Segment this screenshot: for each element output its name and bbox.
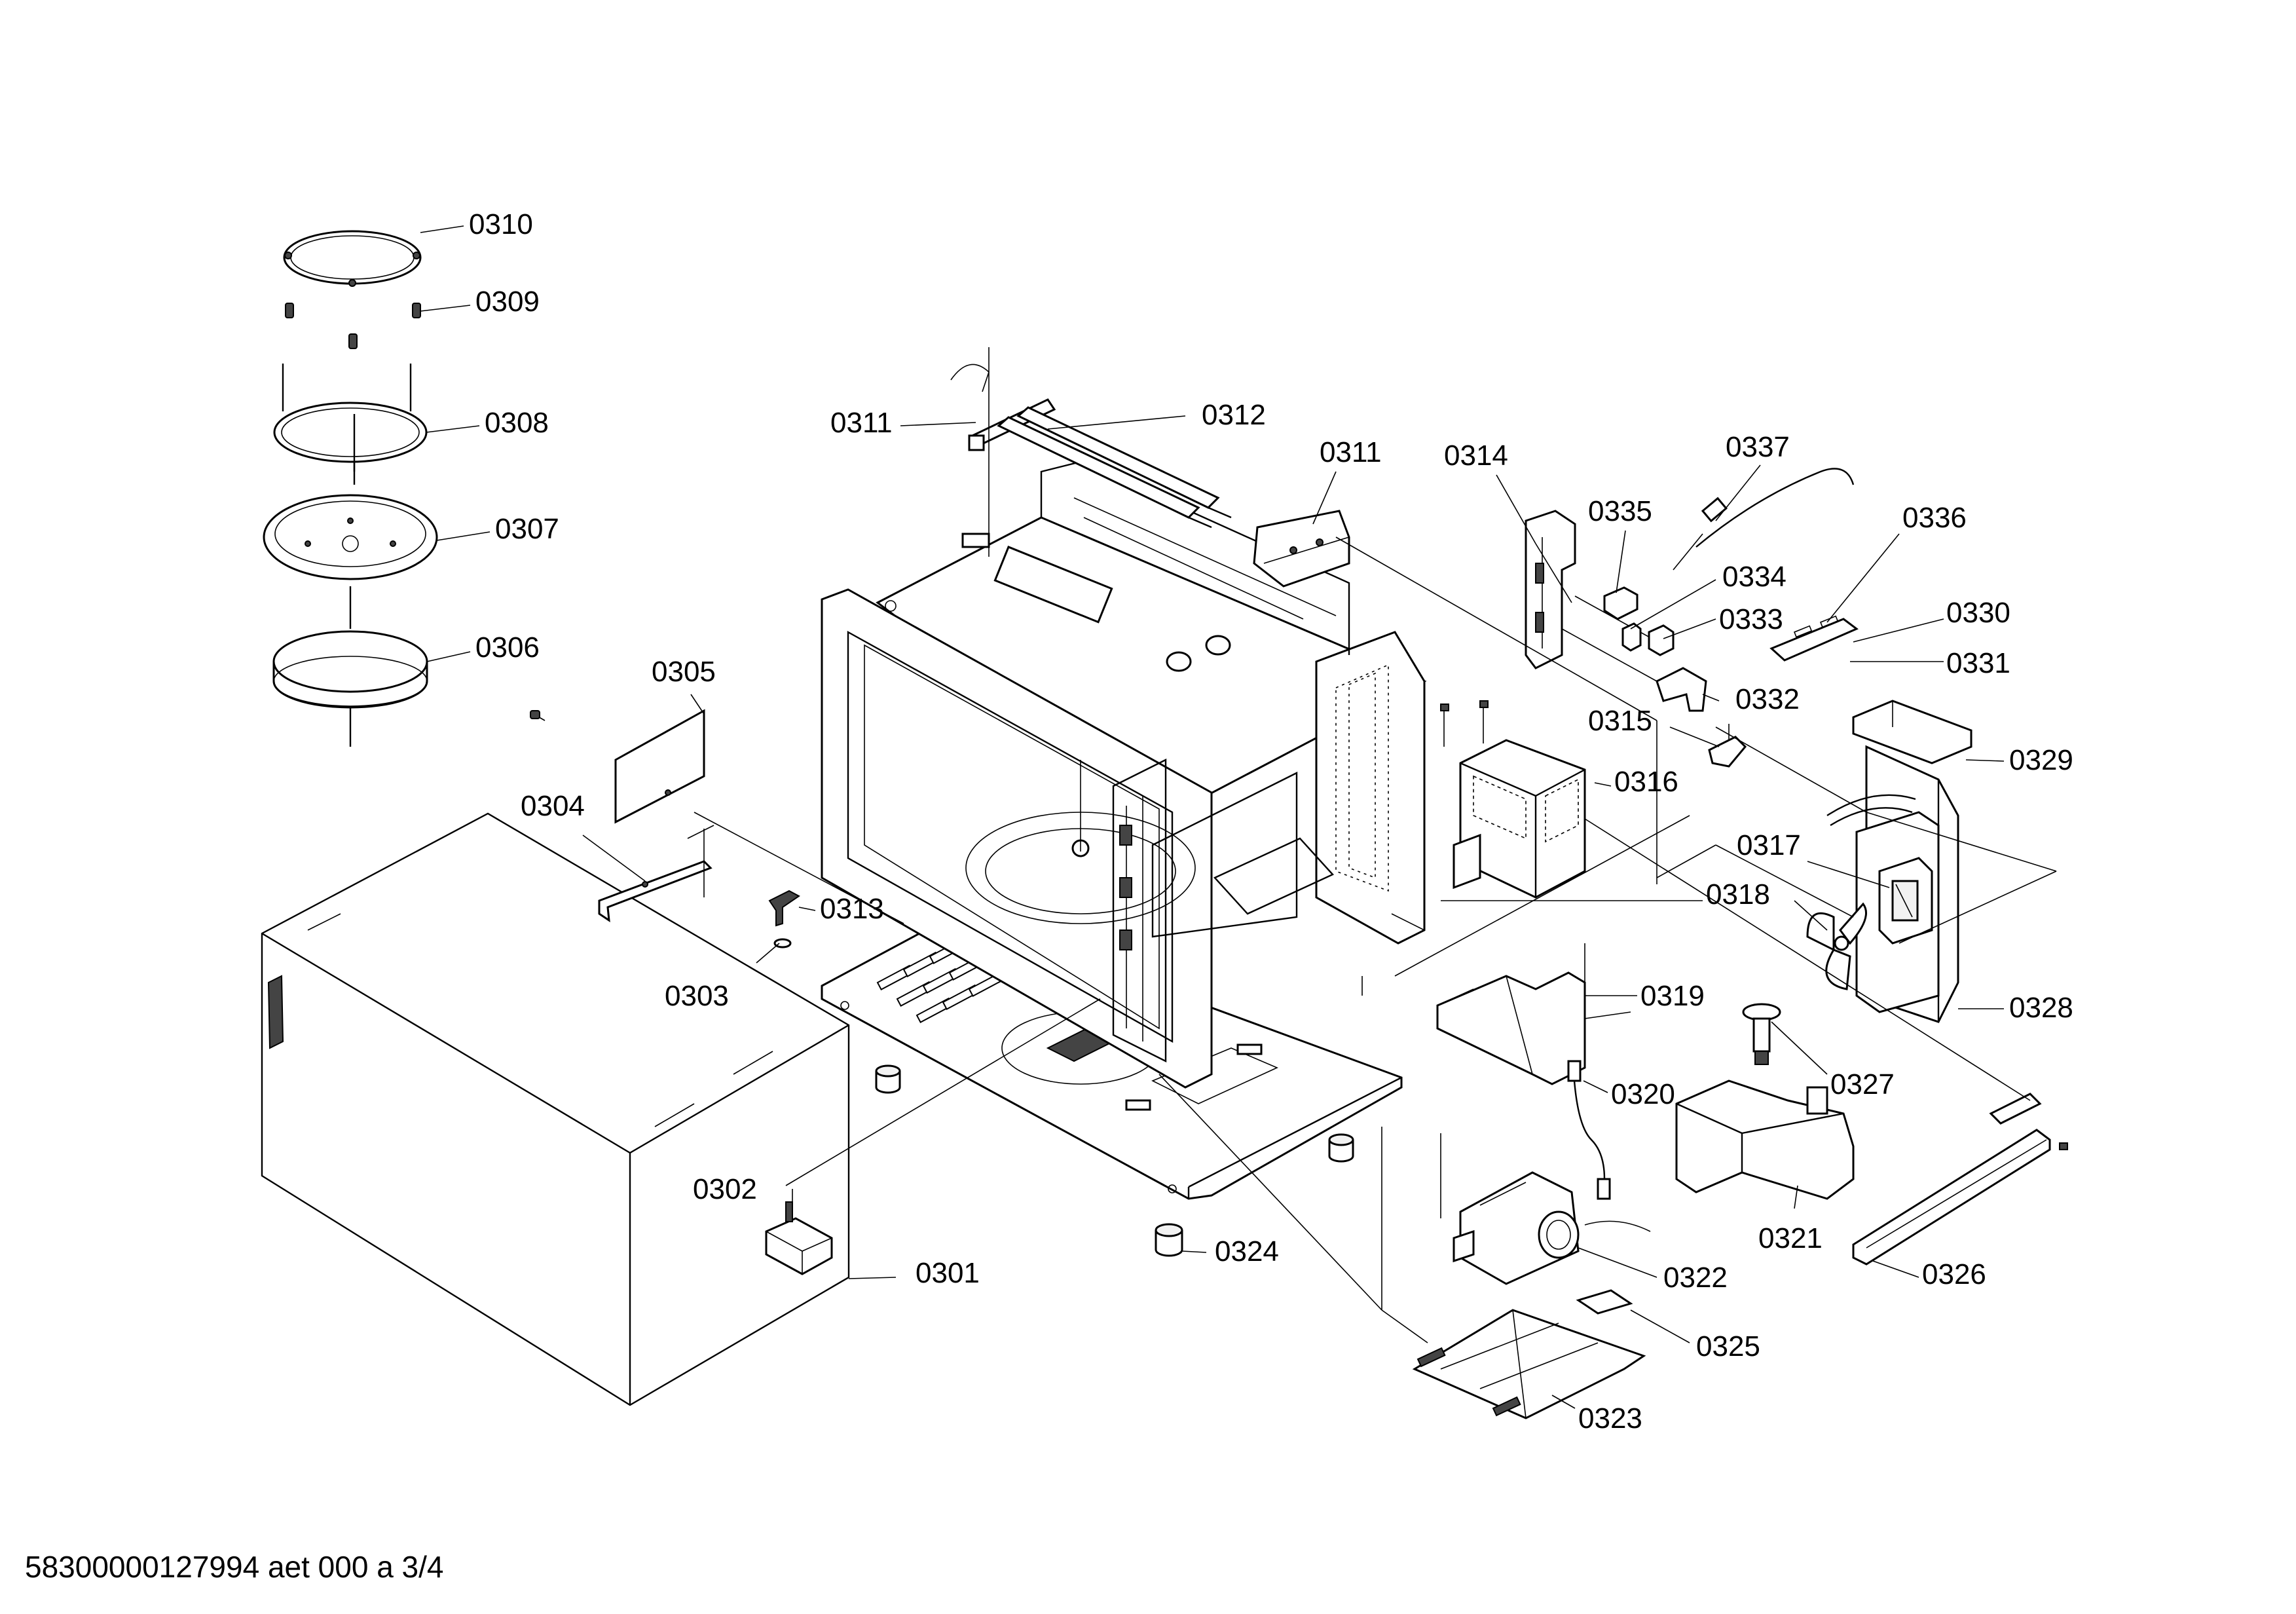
callout-0303: 0303	[665, 980, 729, 1012]
callout-0316: 0316	[1614, 766, 1678, 798]
part-0320-fuse-wire	[1567, 1060, 1611, 1200]
part-0319-duct-panel	[1436, 943, 1586, 1085]
part-0327-thermostat	[1742, 1003, 1781, 1065]
part-feet	[875, 1064, 1354, 1163]
assembly-guide-lines	[694, 536, 2057, 1343]
part-0308-roller-support	[273, 364, 428, 485]
callout-0332: 0332	[1735, 683, 1800, 715]
part-0326-rail	[1852, 1093, 2068, 1266]
callout-0331: 0331	[1946, 647, 2010, 679]
part-0321-transformer-bracket	[1675, 1079, 1855, 1200]
callout-0314: 0314	[1444, 440, 1508, 472]
part-0315-latch	[1708, 724, 1747, 768]
part-0309-rollers	[285, 303, 421, 349]
callout-0312: 0312	[1202, 399, 1266, 431]
callout-0327: 0327	[1830, 1068, 1895, 1100]
callout-0337: 0337	[1726, 431, 1790, 463]
part-oven-cavity	[821, 460, 1427, 1089]
callout-0315: 0315	[1588, 705, 1652, 737]
callout-0329: 0329	[2009, 744, 2073, 776]
part-0336-board	[1769, 615, 1859, 662]
callout-0326: 0326	[1922, 1258, 1986, 1290]
callout-0323: 0323	[1578, 1402, 1642, 1435]
callout-0305: 0305	[652, 656, 716, 688]
part-0306-turntable-base	[272, 586, 428, 747]
part-0334-microswitch	[1621, 622, 1642, 652]
callout-0324: 0324	[1215, 1235, 1279, 1267]
part-0333-microswitch	[1648, 624, 1675, 656]
callout-0301: 0301	[916, 1257, 980, 1289]
part-0313-coupler	[768, 890, 800, 927]
callout-0307: 0307	[495, 513, 559, 545]
part-0325-clip	[1576, 1289, 1633, 1315]
callout-0306: 0306	[475, 631, 540, 664]
callout-0328: 0328	[2009, 992, 2073, 1024]
callout-0302: 0302	[693, 1173, 757, 1205]
part-0318-fan-blade	[1806, 902, 1867, 990]
callout-0313: 0313	[820, 893, 884, 925]
document-reference: 58300000127994 aet 000 a 3/4	[25, 1550, 444, 1584]
part-0310-roller-ring	[283, 230, 422, 287]
callout-0304: 0304	[521, 790, 585, 822]
part-0317-fan-motor	[1878, 857, 1933, 945]
callout-0335: 0335	[1588, 495, 1652, 527]
part-0323-tray	[1412, 1309, 1646, 1419]
callout-0330: 0330	[1946, 597, 2010, 629]
callout-0318: 0318	[1706, 878, 1770, 910]
callout-labels: 0310 0309 0308 0307 0306 0305 0304 0303 …	[469, 208, 2073, 1435]
part-0312-heating-element	[997, 406, 1232, 529]
part-0304-bracket	[598, 825, 714, 923]
callout-0322: 0322	[1663, 1262, 1728, 1294]
part-0324-foot	[1155, 1223, 1183, 1257]
part-fan-housing-arc	[1826, 794, 1916, 827]
callout-0319: 0319	[1640, 980, 1705, 1012]
callout-0320: 0320	[1611, 1078, 1675, 1110]
part-0303-washer	[773, 938, 792, 948]
callout-0311-right: 0311	[1320, 436, 1382, 468]
callout-0309: 0309	[475, 286, 540, 318]
callout-0317: 0317	[1737, 829, 1801, 861]
callout-0333: 0333	[1719, 603, 1783, 635]
part-0322-board-assembly	[1453, 1171, 1651, 1285]
callout-0325: 0325	[1696, 1330, 1760, 1362]
callout-0308: 0308	[485, 407, 549, 439]
part-0329-top-cover	[1852, 700, 1972, 764]
part-0301-outer-case	[261, 812, 850, 1406]
part-0335-microswitch	[1603, 586, 1639, 620]
part-0307-glass-tray	[263, 494, 438, 580]
part-0337-power-cord	[1673, 468, 1855, 571]
callout-0336: 0336	[1902, 502, 1967, 534]
callout-0334: 0334	[1722, 561, 1787, 593]
part-0314-switch-bracket	[1525, 510, 1671, 682]
leader-lines	[420, 225, 2005, 1409]
part-0316-magnetron	[1440, 700, 1586, 899]
part-0332-lever	[1656, 667, 1707, 712]
callout-0321: 0321	[1758, 1222, 1823, 1254]
cavity-vent-perforation	[1335, 664, 1389, 892]
callout-0310: 0310	[469, 208, 533, 240]
part-0311-mount-right	[1253, 510, 1350, 588]
callout-0311-left: 0311	[830, 407, 893, 439]
part-0302-turntable-motor	[765, 1201, 833, 1275]
part-0305-waveguide-cover	[530, 709, 705, 824]
